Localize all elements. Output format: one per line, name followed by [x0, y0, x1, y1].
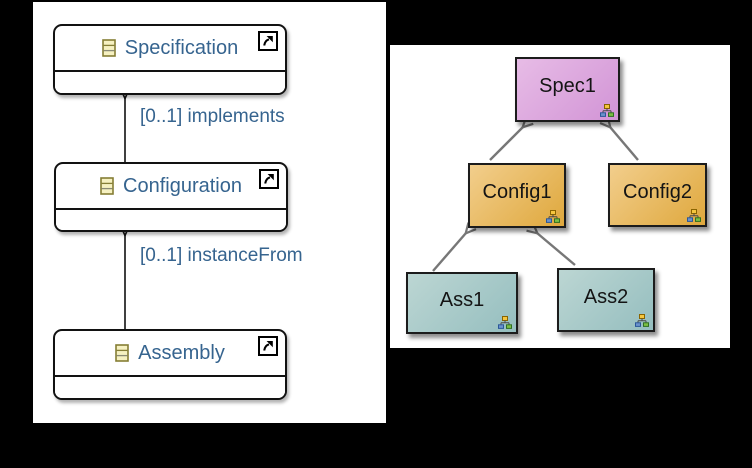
eclass-icon	[102, 39, 116, 57]
instance-config2[interactable]: Config2	[608, 163, 707, 227]
eclass-icon	[115, 344, 129, 362]
instance-name: Config1	[482, 181, 552, 203]
instance-name: Ass2	[583, 285, 629, 308]
curved-arrow-icon	[263, 173, 275, 185]
curved-arrow-icon	[262, 340, 274, 352]
instance-spec1[interactable]: Spec1	[515, 57, 620, 122]
attributes-compartment	[55, 375, 285, 398]
model-object-tree-icon	[546, 210, 560, 223]
instance-ass2[interactable]: Ass2	[557, 268, 655, 332]
model-object-tree-icon	[498, 316, 512, 329]
eclass-icon	[100, 177, 114, 195]
jump-to-diagram-icon[interactable]	[258, 336, 278, 356]
attributes-compartment	[56, 208, 286, 230]
relation-label-implements: [0..1] implements	[140, 106, 285, 127]
class-specification[interactable]: Specification	[53, 24, 287, 95]
instance-name: Spec1	[539, 75, 596, 97]
instance-name: Ass1	[439, 288, 485, 311]
attributes-compartment	[55, 70, 285, 93]
class-configuration[interactable]: Configuration	[54, 162, 288, 232]
instance-diagram-panel: Spec1 Config1 Config2 Ass1 Ass2	[390, 45, 730, 348]
instance-name: Config2	[623, 180, 692, 203]
class-name-assembly: Assembly	[138, 341, 225, 364]
class-title-row: Configuration	[56, 164, 286, 208]
relation-label-instancefrom: [0..1] instanceFrom	[140, 245, 303, 266]
model-object-tree-icon	[687, 209, 701, 222]
curved-arrow-icon	[262, 35, 274, 47]
class-title-row: Assembly	[55, 331, 285, 375]
instance-config1[interactable]: Config1	[468, 163, 566, 228]
jump-to-diagram-icon[interactable]	[259, 169, 279, 189]
class-title-row: Specification	[55, 26, 285, 70]
jump-to-diagram-icon[interactable]	[258, 31, 278, 51]
class-assembly[interactable]: Assembly	[53, 329, 287, 400]
class-diagram-panel: Specification Configuration Assembly [0.…	[33, 2, 386, 423]
class-name-specification: Specification	[124, 36, 239, 59]
class-name-configuration: Configuration	[123, 174, 242, 197]
instance-ass1[interactable]: Ass1	[406, 272, 518, 334]
model-object-tree-icon	[600, 104, 614, 117]
model-object-tree-icon	[635, 314, 649, 327]
